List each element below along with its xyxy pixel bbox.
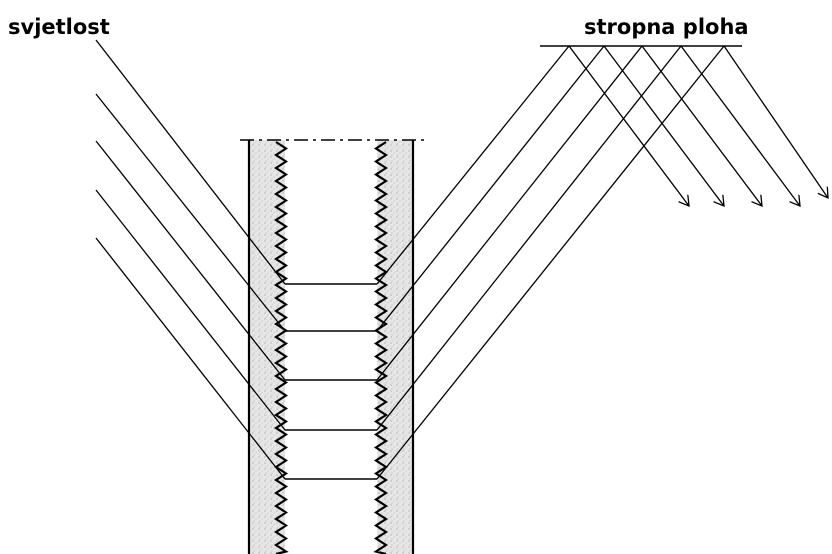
tube-wall-fills (249, 140, 413, 554)
incoming-ray-3 (95, 140, 286, 381)
right-prism-surface (373, 141, 389, 554)
reflected-ray-2 (603, 45, 724, 206)
ceiling-surface-label: stropna ploha (584, 15, 749, 39)
outgoing-ray-3 (376, 45, 643, 381)
left-prism-surface (273, 141, 289, 554)
incoming-ray-2 (95, 93, 286, 332)
incoming-ray-5 (95, 237, 286, 480)
reflected-ray-3 (641, 45, 762, 206)
outgoing-light-rays (376, 45, 725, 480)
reflected-light-rays (568, 45, 828, 206)
incoming-ray-4 (95, 189, 286, 431)
outgoing-ray-1 (376, 45, 570, 285)
outgoing-ray-4 (376, 45, 682, 431)
reflected-ray-5 (723, 45, 828, 198)
reflected-ray-4 (680, 45, 800, 206)
outgoing-ray-2 (376, 45, 605, 332)
light-label: svjetlost (8, 15, 110, 39)
incoming-light-rays (95, 39, 286, 480)
incoming-ray-1 (95, 39, 286, 285)
outgoing-ray-5 (376, 45, 725, 480)
reflected-ray-1 (568, 45, 689, 206)
tube-rungs (285, 283, 377, 480)
